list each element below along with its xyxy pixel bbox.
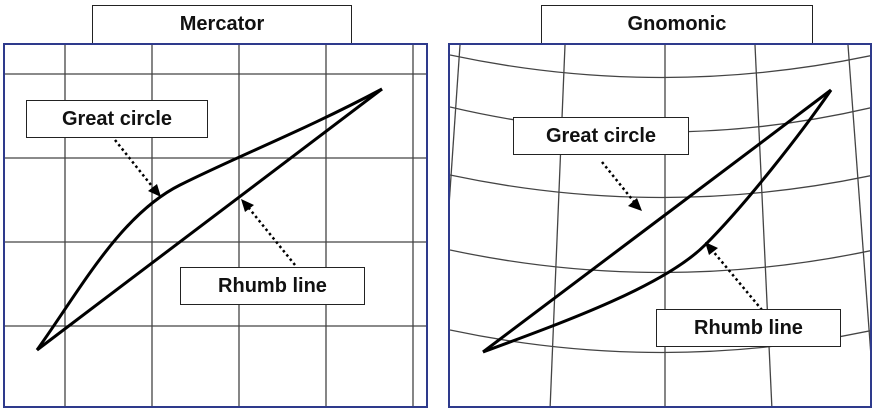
gnomonic-rhumb-arrow: [711, 249, 763, 311]
gnomonic-great-circle-label: Great circle: [513, 117, 689, 155]
mercator-great-circle-label: Great circle: [26, 100, 208, 138]
mercator-panel: [3, 43, 428, 408]
mercator-title-tab: Mercator: [92, 5, 352, 43]
gnomonic-rhumb-line: [482, 89, 833, 354]
mercator-great-circle-line: [35, 87, 383, 351]
gnomonic-map: [450, 45, 870, 406]
mercator-rhumb-arrow: [247, 206, 296, 266]
mercator-rhumb-line: [36, 87, 383, 352]
gnomonic-great-circle-line: [482, 88, 832, 354]
gnomonic-rhumb-arrowhead: [705, 242, 718, 255]
gnomonic-panel: [448, 43, 872, 408]
mercator-great-circle-arrowhead: [148, 184, 161, 197]
gnomonic-great-circle-text: Great circle: [545, 124, 657, 147]
mercator-great-circle-arrow: [114, 139, 156, 191]
gnomonic-rhumb-line-label: Rhumb line: [656, 309, 841, 347]
mercator-title: Mercator: [179, 13, 265, 35]
gnomonic-title: Gnomonic: [627, 13, 727, 35]
mercator-map: [5, 45, 426, 406]
gnomonic-rhumb-line-text: Rhumb line: [694, 316, 803, 339]
mercator-rhumb-line-text: Rhumb line: [218, 274, 327, 297]
mercator-rhumb-line-label: Rhumb line: [180, 267, 365, 305]
gnomonic-great-circle-arrowhead: [628, 198, 642, 211]
gnomonic-title-tab: Gnomonic: [541, 5, 813, 43]
gnomonic-grid: [450, 45, 870, 406]
mercator-rhumb-arrowhead: [241, 199, 254, 212]
mercator-great-circle-text: Great circle: [61, 107, 173, 130]
